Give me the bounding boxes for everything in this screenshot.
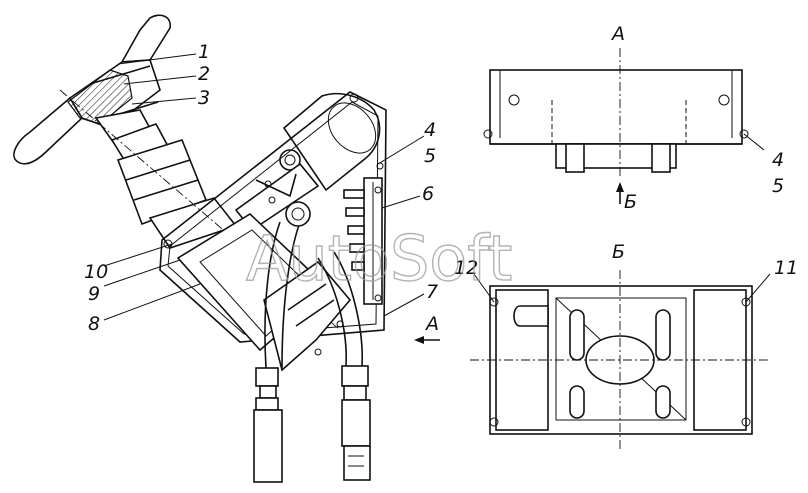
callout-10: 10: [84, 261, 108, 283]
callout-3: 3: [198, 87, 210, 109]
motor-unit: [234, 92, 381, 232]
view-arrow-a: [414, 336, 440, 344]
callout-9: 9: [88, 283, 100, 305]
view-b: [470, 270, 771, 450]
callout-6: 6: [422, 183, 434, 205]
callout-leaders: [103, 53, 425, 321]
callout-4: 4: [424, 119, 436, 141]
callout-4b: 4: [772, 149, 784, 171]
view-arrow-b: [616, 182, 624, 204]
view-b-title: Б: [612, 241, 625, 263]
steering-wheel: [13, 14, 171, 165]
view-a: [483, 48, 765, 178]
main-view: [13, 14, 440, 483]
callout-7: 7: [426, 281, 438, 303]
view-arrow-b-label: Б: [624, 191, 637, 213]
view-arrow-a-label: А: [424, 313, 439, 335]
hydraulic-lines: [264, 201, 364, 369]
steering-column: [59, 89, 341, 331]
callout-5: 5: [424, 145, 436, 167]
callout-8: 8: [88, 313, 100, 335]
callout-2: 2: [198, 63, 210, 85]
hose-fittings: [253, 365, 371, 483]
view-a-title: А: [610, 23, 625, 45]
callout-12: 12: [454, 257, 478, 279]
callout-11: 11: [774, 257, 798, 279]
callout-1: 1: [198, 41, 210, 63]
housing-bracket: [159, 91, 387, 343]
callout-5b: 5: [772, 175, 784, 197]
switch-panel: [343, 162, 384, 305]
watermark: AutoSoft: [246, 222, 512, 295]
